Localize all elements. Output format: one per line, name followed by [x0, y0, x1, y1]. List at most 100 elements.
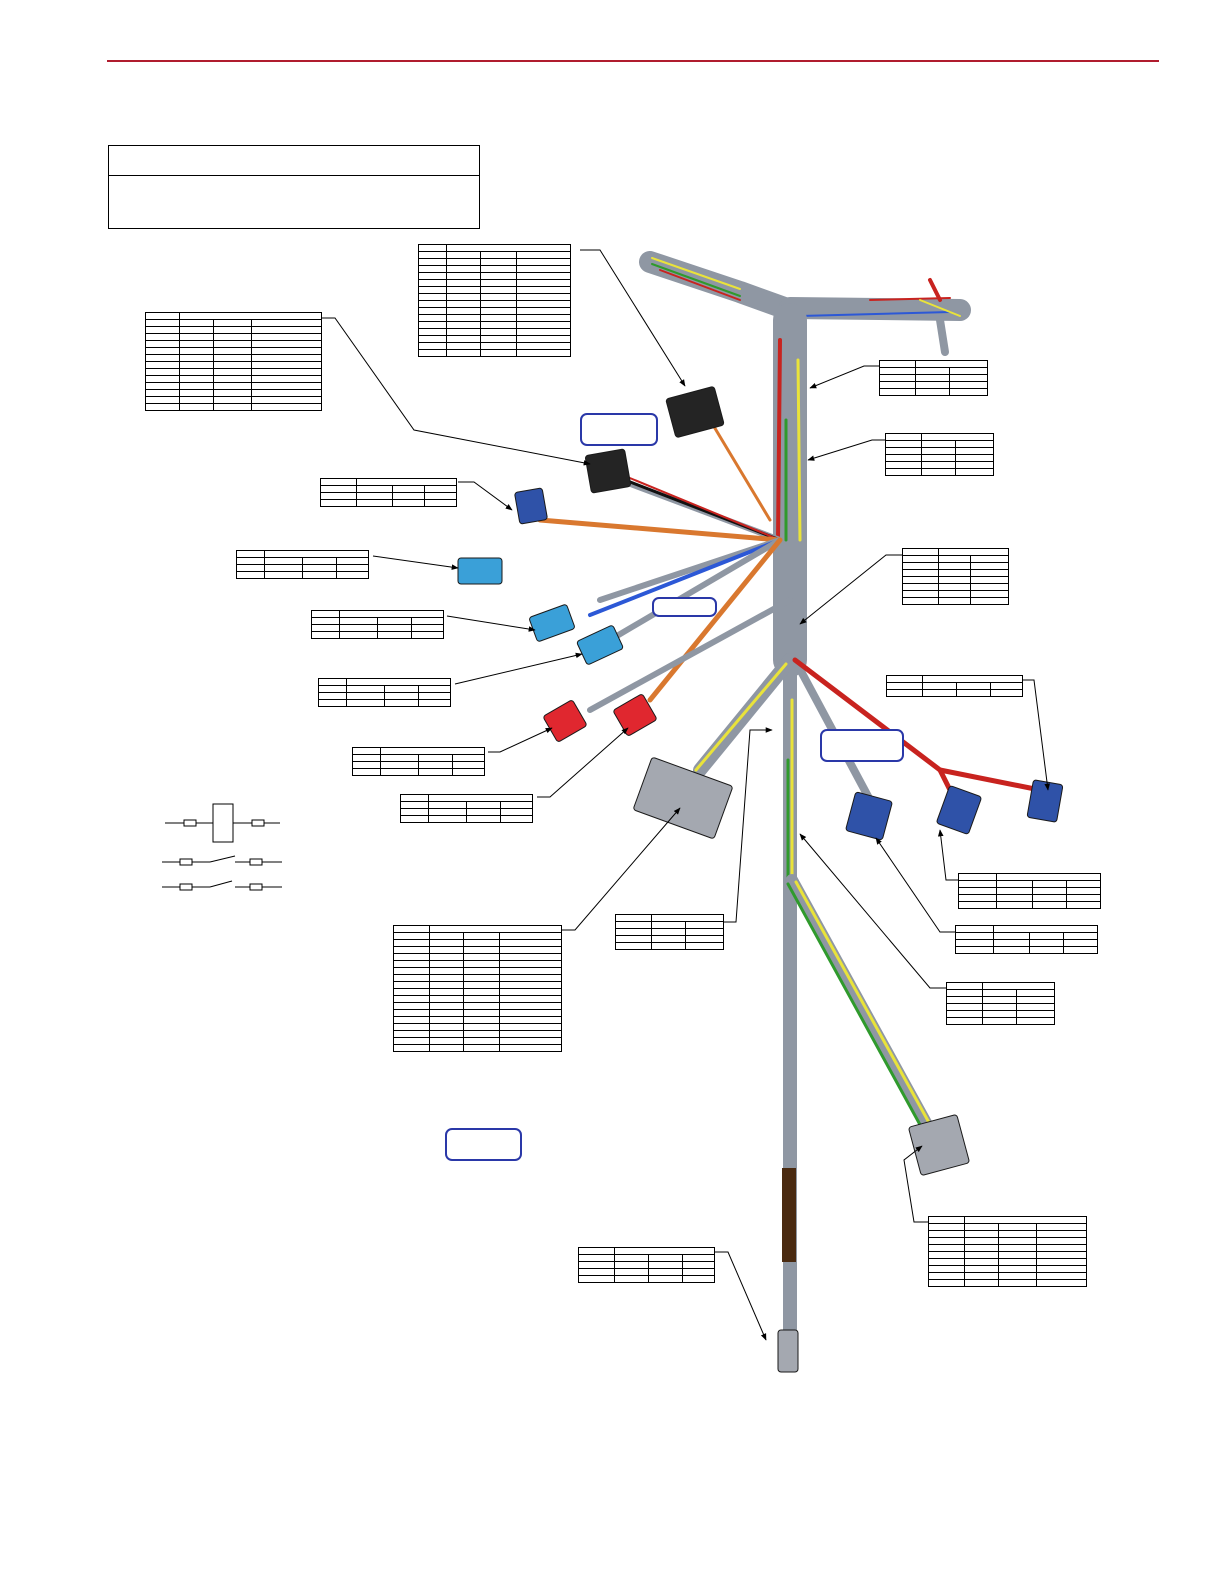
pin-table-cell [648, 1261, 683, 1269]
pin-table-cell [681, 1254, 716, 1262]
pin-table-cell [352, 761, 381, 769]
pin-table-cell [614, 1254, 649, 1262]
pin-table-cell [250, 354, 323, 362]
pin-table-cell [1016, 1010, 1055, 1018]
pin-table-cell [213, 389, 252, 397]
pin-table-cell [885, 454, 922, 462]
light-blue-connector-1 [457, 557, 503, 585]
trunk-yellow-wire [796, 358, 802, 542]
orange-wire-to-black-connector-1 [708, 418, 772, 522]
pin-table-cell [451, 754, 486, 762]
leader-trunk-upper [809, 365, 879, 389]
pin-table-cell [428, 815, 467, 823]
gray-wire-to-light-blue-3 [607, 537, 783, 643]
pin-table-cell [335, 557, 370, 565]
pin-table-cell [463, 960, 500, 968]
pin-table-cell [921, 447, 956, 455]
pin-table-cell [393, 1030, 430, 1038]
pin-table-cell [418, 335, 447, 343]
pin-table-cell [498, 939, 563, 947]
pin-table-header-cell [915, 360, 988, 368]
pin-table-cell [463, 995, 500, 1003]
pin-table-row [393, 1002, 563, 1010]
pin-table-row [145, 347, 323, 355]
pin-table-cell [998, 1237, 1037, 1245]
pin-table-cell [417, 692, 452, 700]
pin-table-row [393, 974, 563, 982]
pin-table-cell [515, 279, 572, 287]
pin-table-cell [993, 946, 1030, 954]
pin-table-cell [145, 340, 180, 348]
pin-table-cell [982, 989, 1017, 997]
pin-table-cell [938, 597, 971, 605]
pin-table-cell [902, 562, 939, 570]
pin-table-header [236, 550, 370, 558]
pin-table-header-cell [311, 610, 340, 618]
pin-table-header [311, 610, 445, 618]
pin-table-row [418, 279, 572, 287]
pin-table-cell [463, 932, 500, 940]
pin-table-cell [928, 1265, 965, 1273]
pin-table-cell [264, 571, 303, 579]
pin-table-cell [498, 953, 563, 961]
pin-table-cell [480, 349, 517, 357]
pin-table-header-cell [615, 914, 652, 922]
pin-table-header-cell [400, 794, 429, 802]
table-black-connector-2 [145, 312, 323, 411]
pin-table-cell [685, 942, 724, 950]
pin-table-cell [964, 1237, 999, 1245]
pin-table-header [879, 360, 988, 368]
pin-table-row [418, 307, 572, 315]
blue-wire-to-light-blue-2 [588, 538, 782, 617]
pin-table-cell [250, 375, 323, 383]
pin-table-cell [998, 1279, 1037, 1287]
pin-table-cell [681, 1261, 716, 1269]
pin-table-cell [463, 981, 500, 989]
pin-table-cell [685, 935, 724, 943]
pin-table-row [393, 960, 563, 968]
pin-table-cell [515, 335, 572, 343]
pin-table-cell [179, 382, 214, 390]
pin-table-cell [885, 468, 922, 476]
pin-table-cell [213, 326, 252, 334]
pin-table-cell [480, 321, 517, 329]
pin-table-cell [356, 485, 393, 493]
pin-table-row [955, 939, 1099, 947]
pin-table-cell [498, 1016, 563, 1024]
table-red-connector-2 [400, 794, 534, 823]
pin-table-cell [400, 801, 429, 809]
pin-table-cell [250, 389, 323, 397]
pin-table-cell [393, 1016, 430, 1024]
pin-table-cell [515, 328, 572, 336]
pin-table-cell [446, 307, 481, 315]
pin-table-cell [651, 921, 686, 929]
pin-table-row [320, 485, 458, 493]
table-dark-blue-connector-4 [886, 675, 1024, 697]
pin-table-cell [480, 272, 517, 280]
pin-table-cell [393, 988, 430, 996]
pin-table-row [946, 989, 1055, 997]
pin-table-cell [480, 251, 517, 259]
pin-table-cell [996, 887, 1033, 895]
pin-table-row [393, 988, 563, 996]
pin-table-cell [1035, 1223, 1088, 1231]
pin-table-cell [998, 1272, 1037, 1280]
pin-table-cell [998, 1251, 1037, 1259]
branch-to-blue-connector-c [937, 767, 1043, 793]
table-dark-blue-connector-2 [955, 925, 1099, 954]
light-blue-connector-2 [529, 604, 575, 642]
pin-table-cell [423, 492, 458, 500]
pin-table-cell [418, 300, 447, 308]
pin-table-cell [956, 689, 991, 697]
pin-table-cell [418, 768, 453, 776]
pin-table-header-cell [921, 675, 1024, 683]
pin-table-header-cell [963, 1216, 1088, 1224]
pin-table-cell [1032, 887, 1067, 895]
pin-table-cell [393, 939, 430, 947]
pin-table-cell [685, 928, 724, 936]
pin-table-cell [928, 1258, 965, 1266]
pin-table-cell [498, 1030, 563, 1038]
red-wire-to-black-connector [624, 475, 781, 541]
dark-blue-connector-2 [845, 791, 893, 841]
